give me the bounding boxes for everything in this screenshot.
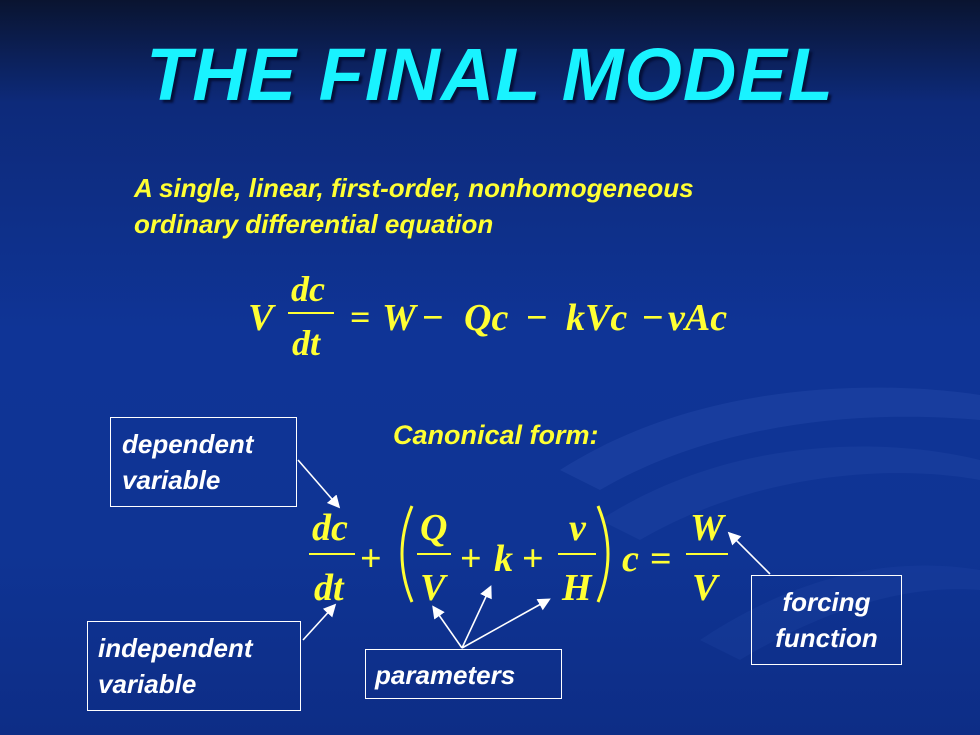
eq1-minus-1: − bbox=[422, 297, 444, 339]
dependent-label-line-1: dependent bbox=[122, 429, 254, 459]
slide-subtitle: A single, linear, first-order, nonhomoge… bbox=[134, 170, 894, 242]
dependent-variable-label-box: dependent variable bbox=[110, 417, 297, 507]
subtitle-line-1: A single, linear, first-order, nonhomoge… bbox=[134, 173, 694, 203]
eq1-lhs-coefficient: V bbox=[248, 297, 274, 339]
eq1-term-vac: vAc bbox=[668, 297, 728, 339]
eq2-left-paren bbox=[400, 505, 414, 603]
parameters-label: parameters bbox=[375, 660, 516, 690]
eq1-term-kvc: kVc bbox=[566, 297, 628, 339]
eq2-frac4-numerator: W bbox=[690, 507, 724, 549]
eq1-equals: = bbox=[350, 297, 371, 337]
eq2-frac2-bar bbox=[417, 553, 451, 555]
eq1-minus-2: − bbox=[526, 297, 548, 339]
eq2-k: k bbox=[494, 538, 513, 580]
eq1-term-qc: Qc bbox=[464, 297, 509, 339]
eq2-frac2-numerator: Q bbox=[420, 507, 448, 549]
eq1-term-w: W bbox=[382, 297, 416, 339]
forcing-label-line-1: forcing bbox=[782, 587, 871, 617]
forcing-function-label-box: forcing function bbox=[751, 575, 902, 665]
eq2-frac4-denominator: V bbox=[692, 567, 718, 609]
eq2-frac3-bar bbox=[558, 553, 596, 555]
canonical-form-label: Canonical form: bbox=[393, 420, 599, 450]
eq1-fraction-bar bbox=[288, 312, 334, 314]
eq2-c: c bbox=[622, 538, 639, 580]
eq1-derivative-numerator: dc bbox=[291, 269, 325, 309]
subtitle-line-2: ordinary differential equation bbox=[134, 209, 494, 239]
eq2-frac3-denominator: H bbox=[562, 567, 592, 609]
eq2-equals: = bbox=[650, 538, 672, 580]
eq2-right-paren bbox=[596, 505, 610, 603]
eq2-frac1-bar bbox=[309, 553, 355, 555]
eq2-frac2-denominator: V bbox=[420, 567, 446, 609]
dependent-label-line-2: variable bbox=[122, 465, 221, 495]
forcing-label-line-2: function bbox=[775, 623, 878, 653]
eq2-plus-3: + bbox=[522, 538, 544, 580]
eq2-plus-1: + bbox=[360, 538, 382, 580]
eq2-frac1-numerator: dc bbox=[312, 507, 348, 549]
independent-label-line-1: independent bbox=[98, 633, 253, 663]
eq2-frac4-bar bbox=[686, 553, 728, 555]
independent-label-line-2: variable bbox=[98, 669, 197, 699]
independent-variable-label-box: independent variable bbox=[87, 621, 301, 711]
parameters-label-box: parameters bbox=[365, 649, 562, 699]
eq2-frac1-denominator: dt bbox=[314, 567, 344, 609]
eq1-derivative-denominator: dt bbox=[292, 323, 321, 363]
eq2-plus-2: + bbox=[460, 538, 482, 580]
slide-title: THE FINAL MODEL bbox=[146, 33, 834, 116]
eq2-frac3-numerator: v bbox=[569, 507, 586, 549]
eq1-minus-3: − bbox=[642, 297, 664, 339]
